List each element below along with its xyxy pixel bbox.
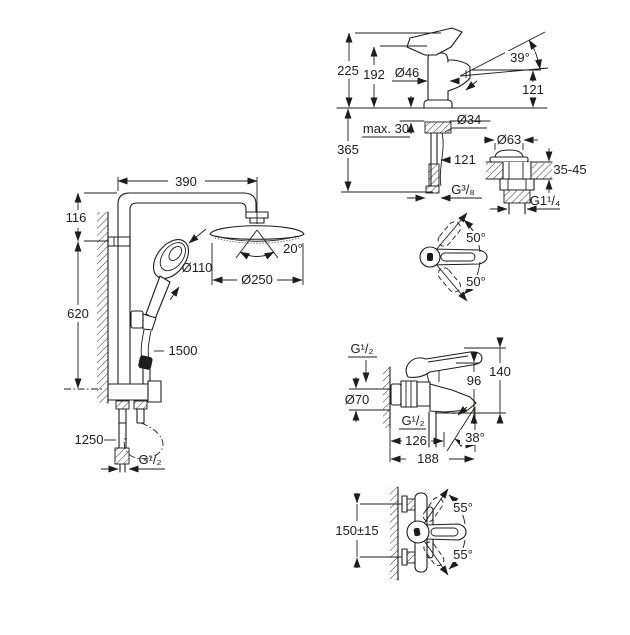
- dim-39deg-label: 39°: [510, 50, 530, 65]
- dim-188-label: 188: [417, 451, 439, 466]
- dim-1250-label: 1250: [75, 432, 104, 447]
- diverter-bracket: [107, 383, 149, 401]
- hand-shower-handle: [145, 275, 171, 320]
- dim-34-label: Ø34: [457, 112, 482, 127]
- shower-arm-outline: [117, 192, 257, 385]
- spout-outline: [447, 59, 471, 92]
- basin-mixer-drawing: 225 192 Ø46 39° 121 max. 30 Ø34: [336, 27, 549, 202]
- dim-121-spout-label: 121: [522, 82, 544, 97]
- dim-3545-label: 35-45: [553, 162, 586, 177]
- head-shower-outline: [209, 225, 305, 240]
- dim-55deg-top-label: 55°: [453, 500, 473, 515]
- dim-max30-label: max. 30: [363, 121, 409, 136]
- dim-1500-label: 1500: [169, 343, 198, 358]
- flex-hose-loop: [123, 422, 164, 460]
- dim-192-label: 192: [363, 67, 385, 82]
- dim-250-label: Ø250: [241, 272, 273, 287]
- wall-hatch: [97, 212, 108, 403]
- dim-96-label: 96: [467, 373, 481, 388]
- dim-55deg-bottom-label: 55°: [453, 547, 473, 562]
- dim-110-label: Ø110: [182, 260, 213, 275]
- dim-126-label: 126: [405, 433, 427, 448]
- wall-hatch: [383, 367, 390, 428]
- dim-121-hose-label: 121: [454, 152, 476, 167]
- dim-g38-label: G³/₈: [451, 182, 474, 197]
- dim-20deg-label: 20°: [283, 241, 303, 256]
- dim-50deg-top-label: 50°: [466, 230, 486, 245]
- pop-up-waste-drawing: Ø63 35-45 G1¹/₄: [484, 132, 587, 215]
- lever-outline: [406, 27, 463, 56]
- dim-225-label: 225: [337, 63, 359, 78]
- dim-46-label: Ø46: [395, 65, 420, 80]
- bath-spout-outline: [429, 383, 477, 413]
- bath-lever-outline: [405, 351, 483, 378]
- bath-mixer-drawing: G¹/₂ Ø70 96 140 38° G¹/₂: [345, 337, 511, 466]
- dim-365-label: 365: [337, 142, 359, 157]
- shower-mixer-top-view: 55° 55° 150±15: [331, 486, 478, 581]
- dim-116-label: 116: [66, 210, 87, 225]
- dim-g12-bottom-label: G¹/₂: [401, 413, 424, 428]
- waste-cap: [494, 149, 524, 158]
- handle-swivel-top-view: 50° 50°: [419, 212, 491, 302]
- dim-390-label: 390: [175, 174, 197, 189]
- dim-g114-label: G1¹/₄: [530, 193, 561, 208]
- hand-shower: [152, 239, 190, 279]
- dim-70-label: Ø70: [345, 392, 370, 407]
- dim-150-label: 150±15: [335, 523, 378, 538]
- dim-g12-top-label: G¹/₂: [350, 341, 373, 356]
- dim-38deg-label: 38°: [465, 430, 485, 445]
- dim-50deg-bottom-label: 50°: [466, 274, 486, 289]
- dim-620-label: 620: [67, 306, 89, 321]
- dim-63-label: Ø63: [497, 132, 522, 147]
- dim-140-label: 140: [489, 364, 511, 379]
- dim-g12-label: G¹/₂: [138, 452, 161, 467]
- shower-system-drawing: 390 116 620 20° Ø250 Ø110: [64, 174, 308, 473]
- wall-hatch: [390, 487, 398, 580]
